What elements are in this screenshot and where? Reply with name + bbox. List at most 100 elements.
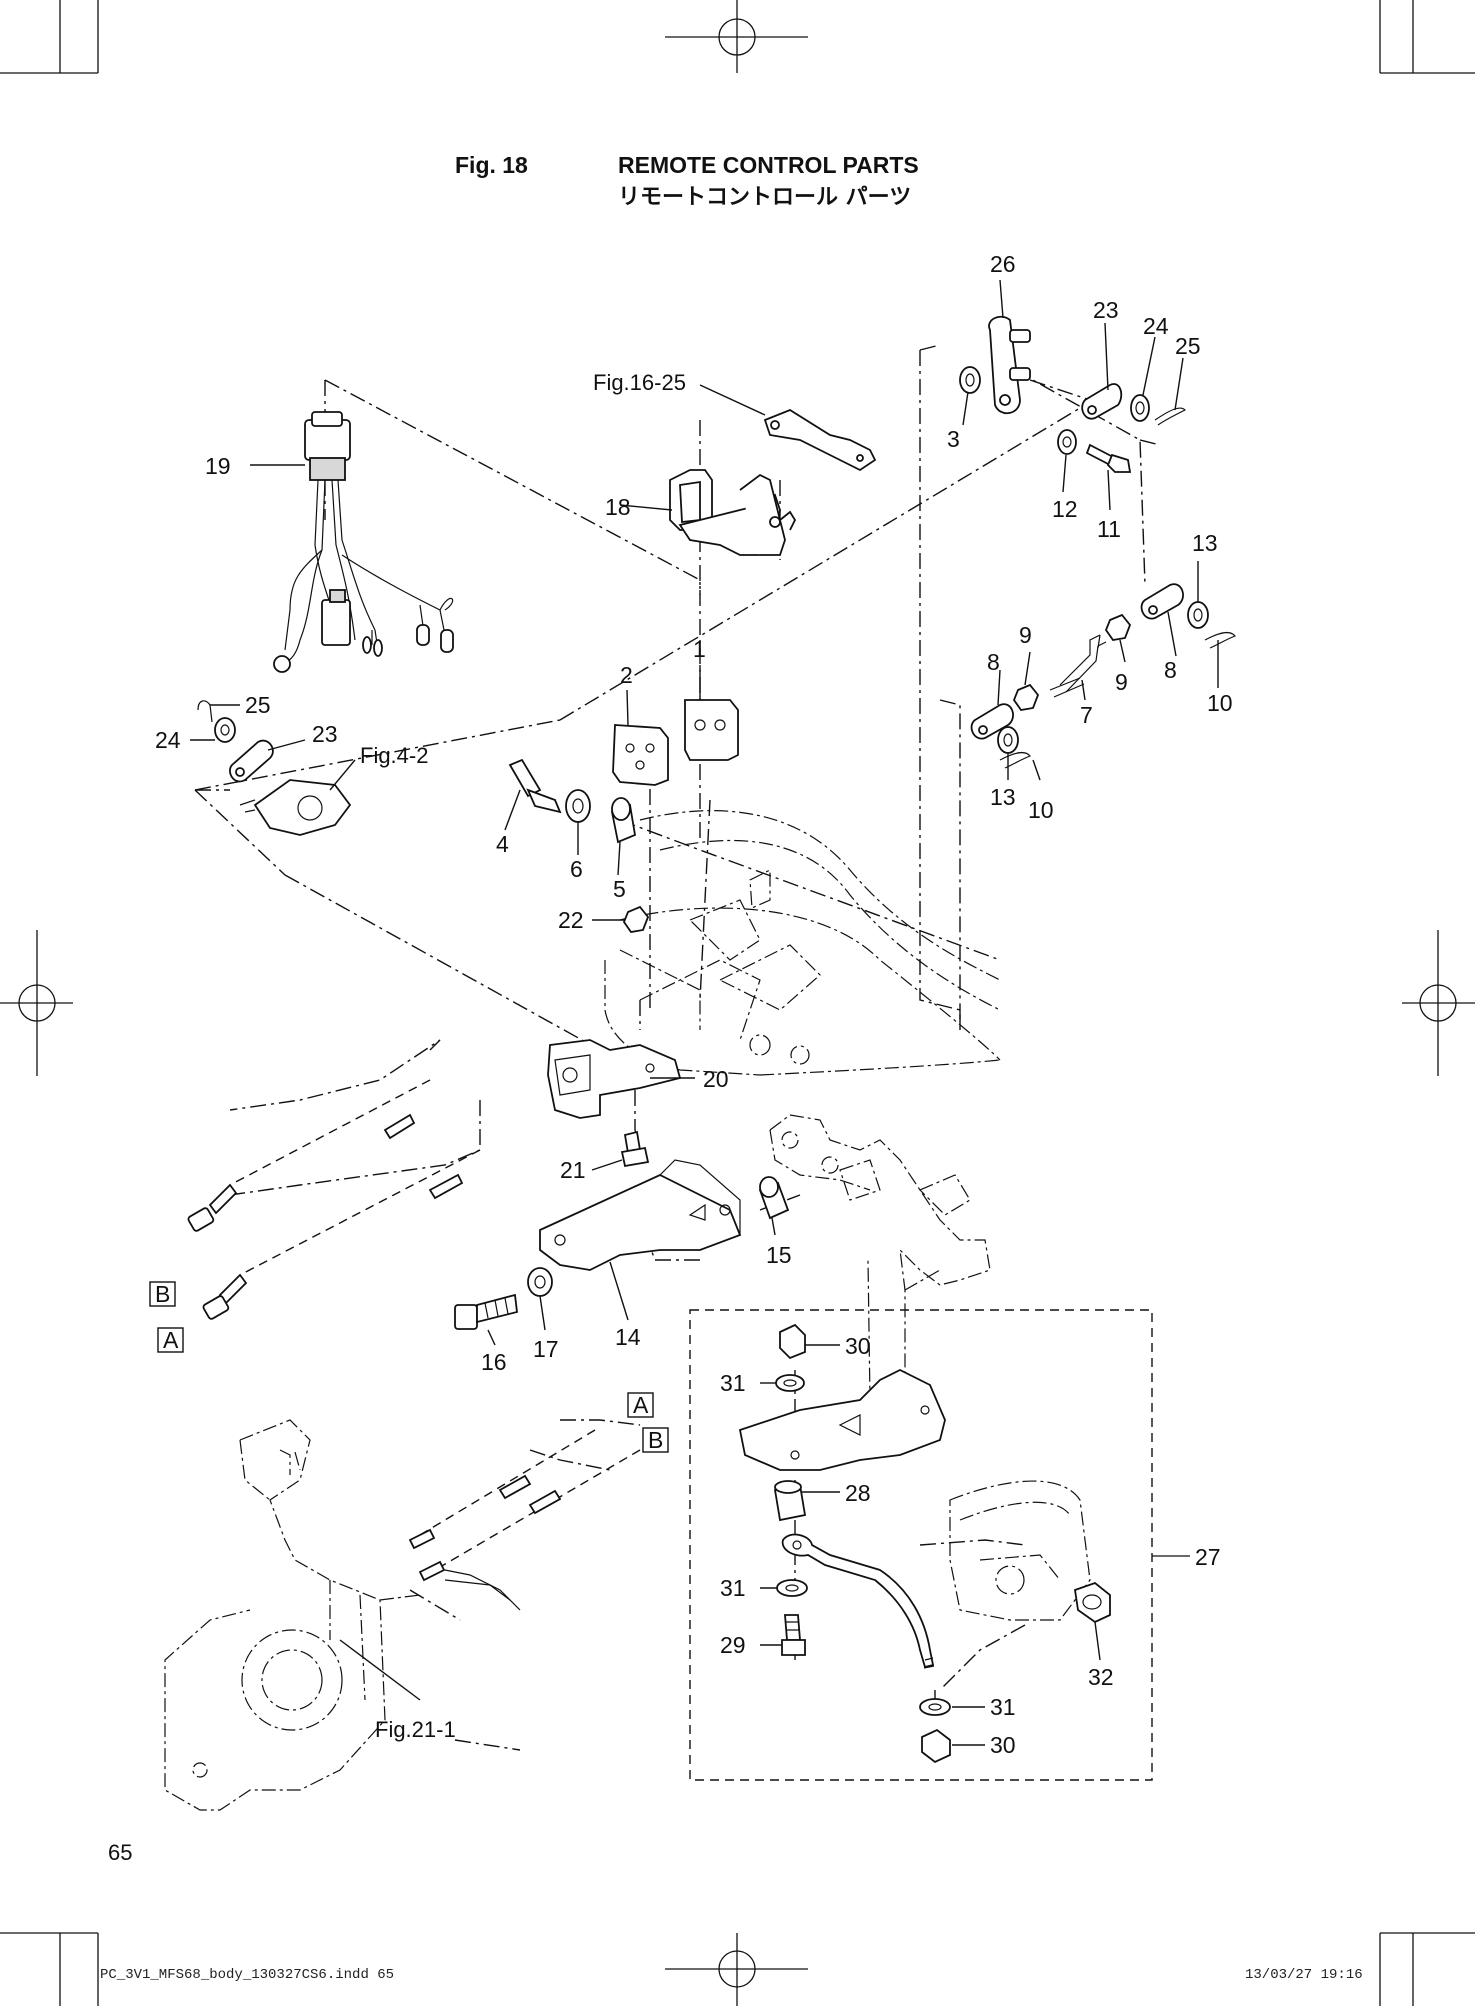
part-fig16-plate xyxy=(763,408,877,472)
figure-title-en: REMOTE CONTROL PARTS xyxy=(618,152,919,178)
callout-7: 7 xyxy=(1080,702,1093,728)
part-30-nut-bottom xyxy=(921,1728,951,1764)
part-9-nut-left xyxy=(1012,683,1040,711)
callout-31-top: 31 xyxy=(720,1370,746,1396)
part-6-washer xyxy=(565,789,591,823)
cable-a-left xyxy=(202,1149,481,1320)
part-8-joint-right xyxy=(1140,583,1184,620)
callout-15: 15 xyxy=(766,1242,792,1268)
marker-a-right: A xyxy=(633,1392,649,1418)
throttle-arm-phantom xyxy=(949,1480,1091,1621)
callout-32: 32 xyxy=(1088,1664,1114,1690)
callout-17: 17 xyxy=(533,1336,559,1362)
callout-10-left: 10 xyxy=(1028,797,1054,823)
figure-references[interactable]: Fig.16-25 Fig.4-2 Fig.21-1 xyxy=(360,370,686,1742)
callout-13-left: 13 xyxy=(990,784,1016,810)
part-25-clip-top xyxy=(1154,407,1187,426)
part-32-nut xyxy=(1073,1581,1111,1624)
part-29-bolt xyxy=(781,1614,806,1656)
callout-30-top: 30 xyxy=(845,1333,871,1359)
callout-8-right: 8 xyxy=(1164,657,1177,683)
callout-27: 27 xyxy=(1195,1544,1221,1570)
part-11-bolt xyxy=(1085,443,1132,473)
callout-labels: 26 23 24 25 3 12 11 13 9 8 9 8 7 10 13 1… xyxy=(155,251,1233,1758)
ref-fig16-25[interactable]: Fig.16-25 xyxy=(593,370,686,395)
part-10-clip-right xyxy=(1204,631,1236,649)
callout-28: 28 xyxy=(845,1480,871,1506)
registration-mark-top xyxy=(665,0,808,73)
marker-a-left: A xyxy=(163,1327,179,1353)
part-31-washer-top xyxy=(775,1374,805,1392)
callout-31-bottom: 31 xyxy=(990,1694,1016,1720)
callout-3: 3 xyxy=(947,426,960,452)
part-23-joint-top xyxy=(1081,383,1123,420)
marker-b-left: B xyxy=(155,1281,170,1307)
part-throttle-rod xyxy=(781,1533,935,1669)
registration-mark-left xyxy=(0,930,73,1076)
part-2-plate xyxy=(612,724,669,786)
callout-26: 26 xyxy=(990,251,1016,277)
callout-13-right: 13 xyxy=(1192,530,1218,556)
part-13-washer-right xyxy=(1187,601,1209,629)
part-31-washer-mid xyxy=(776,1579,808,1597)
callout-29: 29 xyxy=(720,1632,746,1658)
figure-title-jp: リモートコントロール パーツ xyxy=(618,185,911,210)
callout-14: 14 xyxy=(615,1324,641,1350)
group-27-box xyxy=(689,1309,1190,1781)
part-23-joint-left xyxy=(229,739,274,783)
callout-8-left: 8 xyxy=(987,649,1000,675)
callout-11: 11 xyxy=(1097,516,1121,542)
figure-number: Fig. 18 xyxy=(455,152,528,178)
remote-control-box-phantom xyxy=(164,1419,421,1811)
cable-b-left xyxy=(187,1079,431,1232)
part-12-washer xyxy=(1057,429,1077,455)
callout-16: 16 xyxy=(481,1349,507,1375)
part-17-washer xyxy=(527,1267,553,1297)
callout-25-left: 25 xyxy=(245,692,271,718)
callout-31-mid: 31 xyxy=(720,1575,746,1601)
callout-23-top: 23 xyxy=(1093,297,1119,323)
callout-24-left: 24 xyxy=(155,727,181,753)
part-25-clip-left xyxy=(197,700,213,723)
part-30-nut-top xyxy=(779,1323,806,1360)
callout-10-right: 10 xyxy=(1207,690,1233,716)
ref-fig4-2[interactable]: Fig.4-2 xyxy=(360,743,428,768)
part-24-washer-top xyxy=(1130,394,1150,422)
callout-24-top: 24 xyxy=(1143,313,1169,339)
part-28-bushing xyxy=(773,1480,807,1522)
ref-fig21-1[interactable]: Fig.21-1 xyxy=(375,1717,456,1742)
part-26-link xyxy=(988,315,1031,414)
part-31-washer-bottom xyxy=(919,1698,951,1716)
part-13-washer-left xyxy=(997,726,1019,754)
callout-30-bottom: 30 xyxy=(990,1732,1016,1758)
cable-markers: B A A B xyxy=(149,1281,669,1453)
registration-mark-right xyxy=(1402,930,1475,1076)
callout-21: 21 xyxy=(560,1157,586,1183)
leader-lines xyxy=(190,279,1219,1746)
footer-timestamp: 13/03/27 19:16 xyxy=(1245,1967,1363,1983)
part-4-pin xyxy=(508,758,562,814)
part-1-plate xyxy=(684,699,739,761)
part-19-switch-harness xyxy=(273,411,454,673)
part-24-washer-left xyxy=(214,717,236,743)
callout-2: 2 xyxy=(620,662,633,688)
marker-b-right: B xyxy=(648,1427,663,1453)
callout-20: 20 xyxy=(703,1066,729,1092)
callout-18: 18 xyxy=(605,494,631,520)
part-bracket-inner xyxy=(738,1368,946,1471)
footer-filename: PC_3V1_MFS68_body_130327CS6.indd 65 xyxy=(100,1967,394,1983)
cable-ab-bottom xyxy=(408,1429,641,1611)
part-9-nut-right xyxy=(1104,613,1132,641)
steering-bracket-phantom xyxy=(769,1114,991,1401)
callout-1: 1 xyxy=(693,636,706,662)
part-16-bolt xyxy=(454,1293,518,1330)
callout-25-top: 25 xyxy=(1175,333,1201,359)
callout-5: 5 xyxy=(613,876,626,902)
part-5-collar xyxy=(610,797,637,844)
chain-lines xyxy=(194,344,1161,1751)
callout-6: 6 xyxy=(570,856,583,882)
callout-4: 4 xyxy=(496,831,509,857)
callout-22: 22 xyxy=(558,907,584,933)
